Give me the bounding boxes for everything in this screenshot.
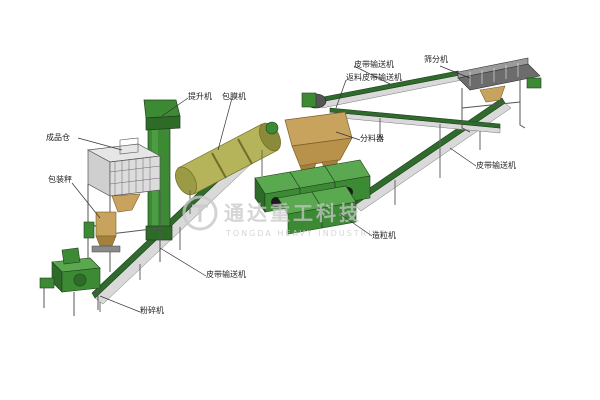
label-belt-conveyor-bottom: 皮带输送机: [206, 269, 246, 279]
label-belt-conveyor-top: 皮带输送机: [354, 59, 394, 69]
label-granulator: 造粒机: [372, 230, 396, 240]
label-belt-conveyor-right: 皮带输送机: [476, 160, 516, 170]
coating-machine: [175, 121, 281, 214]
crusher: [39, 247, 101, 316]
label-distributor: 分料器: [360, 133, 384, 143]
watermark-subtitle: TONGDA HEAVY INDUSTRIES: [225, 229, 387, 238]
granulator-4: [277, 191, 323, 235]
conveyor-head-motor: [301, 92, 327, 109]
watermark: 通达重工科技 TONGDA HEAVY INDUSTRIES: [182, 195, 387, 238]
distributor: [284, 111, 353, 179]
label-crusher: 粉碎机: [140, 305, 164, 315]
label-coating-machine: 包膜机: [222, 91, 246, 101]
return-belt-conveyor: [329, 107, 501, 150]
watermark-title: 通达重工科技: [224, 201, 362, 225]
watermark-logo-icon: [182, 195, 218, 231]
packing-scale: [83, 211, 121, 253]
label-return-belt-conveyor: 返料皮带输送机: [346, 72, 402, 82]
label-finished-bin: 成品仓: [46, 132, 70, 142]
label-packing-scale: 包装秤: [48, 174, 72, 184]
label-screening-machine: 筛分机: [424, 54, 448, 64]
finished-bin: [86, 137, 162, 272]
label-elevator: 提升机: [188, 91, 212, 101]
granulators: [254, 159, 371, 235]
screening-machine: [457, 57, 542, 133]
labels: 成品仓 提升机 包膜机 皮带输送机 返料皮带输送机 筛分机 分料器 皮带输送机 …: [46, 54, 516, 315]
granulator-5: [311, 185, 357, 229]
